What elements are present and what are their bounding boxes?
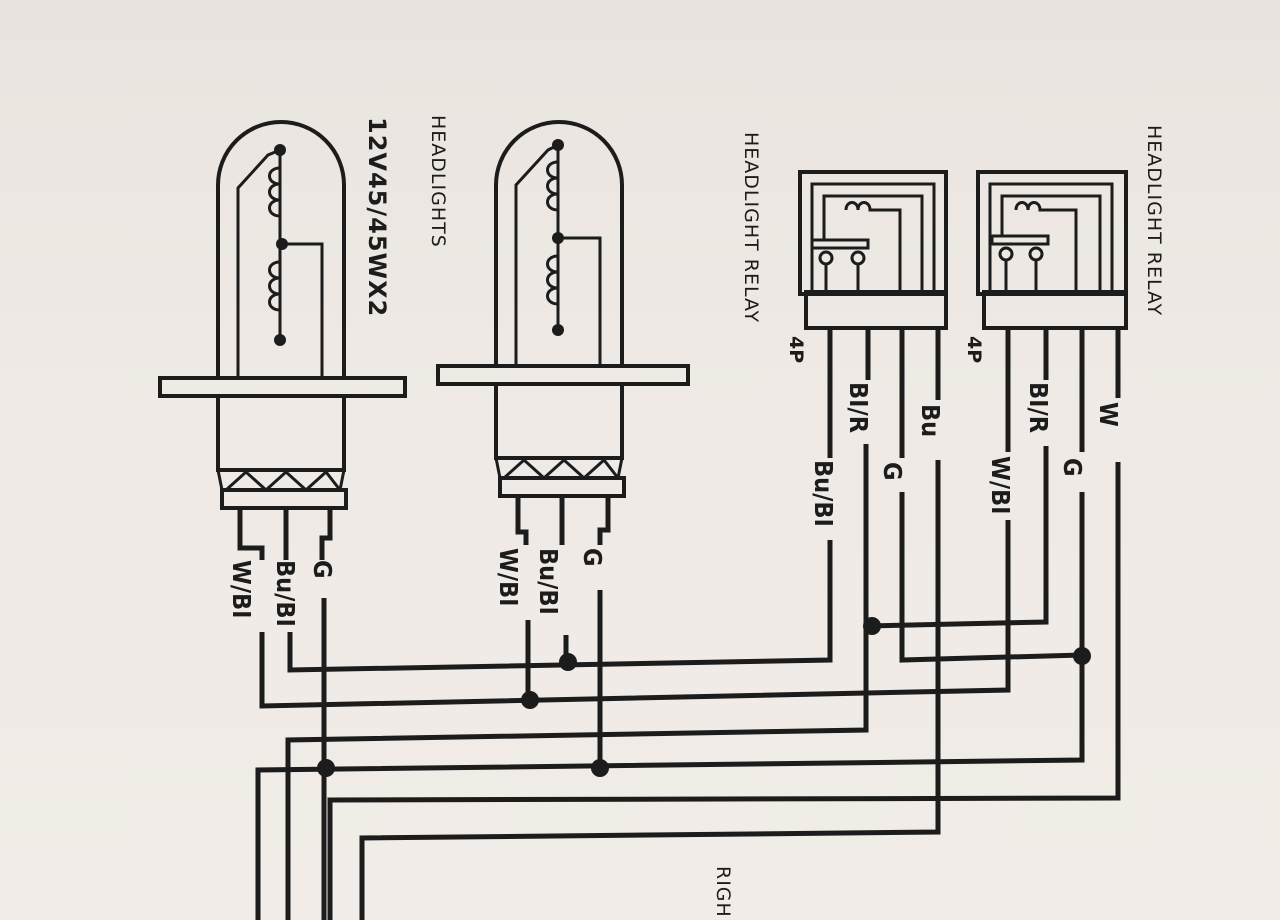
relay-left-label-bubl: Bu/BI — [809, 460, 838, 527]
relay-right-wire-w — [327, 462, 1121, 920]
relay-right-label-blr: BI/R — [1024, 382, 1053, 433]
junction-bubl — [559, 653, 577, 671]
bulb-1-pin-g — [319, 508, 333, 560]
relay-right-contact-a — [998, 246, 1014, 262]
bulb-2-node-mid — [552, 232, 564, 244]
bulb-1-node-top — [274, 144, 286, 156]
bulb-1-base — [216, 396, 346, 472]
relay-right-title: HEADLIGHT RELAY — [1143, 125, 1165, 316]
bulb-1-node-bottom — [274, 334, 286, 346]
headlight-bulb-2 — [436, 120, 690, 498]
bulb-2-pin-wbl — [515, 496, 529, 545]
relay-left-title: HEADLIGHT RELAY — [740, 132, 762, 323]
relay-left-contact-b — [850, 250, 866, 266]
bulb-2-pin-g — [597, 496, 611, 545]
relay-left-contact-bar — [810, 238, 870, 250]
bulb-2-filament-low — [546, 254, 559, 306]
bulb-1-label-bubl: Bu/BI — [271, 560, 300, 627]
relay-right-label-wbl: W/BI — [986, 456, 1015, 515]
relay-right-wire-g — [255, 492, 1085, 920]
headlight-relay-right — [976, 170, 1128, 330]
relay-right-inner-frame-2 — [1000, 194, 1102, 290]
headlight-relay-left — [798, 170, 948, 330]
junction-blr — [863, 617, 881, 635]
relay-right-contact-bar — [990, 234, 1050, 246]
bulb-2-glass — [494, 120, 624, 366]
relay-left-inner-frame — [810, 182, 936, 290]
bulb-1-flange — [158, 376, 407, 398]
relay-left-label-blr: BI/R — [844, 382, 873, 433]
bulb-1-lead-right — [282, 242, 324, 378]
relay-left-pins: 4P — [785, 336, 807, 363]
junction-g-relays — [1073, 647, 1091, 665]
bulb-1-filament-low — [268, 260, 281, 312]
relay-right-contact-b — [1028, 246, 1044, 262]
bulb-1-base-pattern — [216, 469, 346, 493]
headlights-title: HEADLIGHTS — [427, 115, 449, 248]
headlights-spec: 12V45/45WX2 — [363, 117, 391, 317]
bulb-2-socket — [498, 476, 626, 498]
bulb-2-filament-high — [546, 160, 559, 212]
relay-left-inner-frame-2 — [822, 194, 924, 290]
bulb-1-node-mid — [276, 238, 288, 250]
relay-right-label-g: G — [1058, 458, 1087, 476]
relay-left-connector — [804, 290, 948, 330]
bulb-2-node-top — [552, 139, 564, 151]
junction-g-bulb-2 — [591, 759, 609, 777]
bulb-2-base — [494, 384, 624, 460]
bulb-1-filament-high — [268, 166, 281, 218]
bulb-1-lead-left — [236, 148, 281, 378]
bulb-2-base-pattern — [494, 457, 624, 481]
junction-wbl — [521, 691, 539, 709]
bulb-2-label-wbl: W/BI — [494, 548, 523, 607]
bulb-1-socket — [220, 488, 348, 510]
headlight-bulb-1 — [158, 120, 407, 510]
relay-left-coil — [844, 201, 902, 290]
bulb-1-label-g: G — [308, 560, 337, 578]
bulb-2-node-bottom — [552, 324, 564, 336]
relay-right-pins: 4P — [963, 336, 985, 363]
right-handlebar-label-cutoff: RIGH — [712, 866, 734, 918]
relay-right-housing — [976, 170, 1128, 296]
relay-right-inner-frame — [988, 182, 1114, 290]
relay-right-connector — [982, 290, 1128, 330]
junction-g-bulb-1 — [317, 759, 335, 777]
relay-left-contact-leads — [824, 264, 860, 290]
relay-left-contact-a — [818, 250, 834, 266]
bulb-2-flange — [436, 364, 690, 386]
bulb-2-label-g: G — [578, 548, 607, 566]
relay-right-coil — [1014, 201, 1078, 290]
relay-left-housing — [798, 170, 948, 296]
relay-left-label-bu: Bu — [916, 404, 945, 437]
bulb-2-label-bubl: Bu/BI — [534, 548, 563, 615]
bulb-1-label-wbl: W/BI — [227, 560, 256, 619]
bulb-1-pin-wbl — [237, 508, 265, 560]
bulb-2-lead-right — [558, 236, 602, 366]
bulb-1-glass — [216, 120, 346, 378]
wire-wbl-main — [259, 520, 1011, 709]
relay-left-wire-g — [899, 492, 1083, 663]
relay-right-wire-blr — [867, 446, 1049, 629]
relay-left-label-g: G — [878, 462, 907, 480]
relay-left-wire-bu — [359, 460, 941, 920]
wire-harness — [237, 328, 1121, 920]
relay-left-wire-blr — [285, 444, 869, 920]
relay-right-label-w: W — [1094, 402, 1123, 427]
relay-right-contact-leads — [1004, 260, 1038, 290]
